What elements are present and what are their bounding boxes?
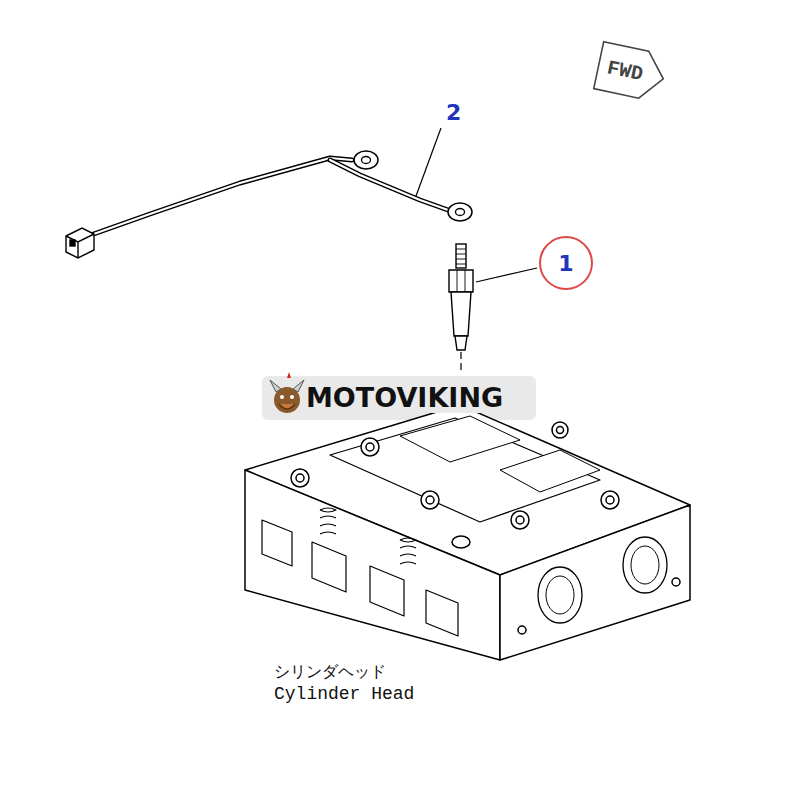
harness-connector [66, 228, 94, 258]
part-name: Cylinder Head [272, 684, 416, 704]
watermark-icon [270, 372, 304, 413]
leader-line [416, 128, 441, 196]
part-name: シリンダヘッド [272, 662, 388, 683]
watermark: MOTOVIKING [304, 382, 505, 413]
direction-arrow: FWD [591, 35, 672, 108]
wiring-harness [88, 151, 472, 236]
callout-circle: 1 [539, 236, 593, 290]
watermark-band [262, 376, 536, 420]
glow-plug [449, 244, 473, 350]
callout-number: 2 [444, 100, 463, 125]
cylinder-head [245, 405, 690, 660]
leader-line [476, 268, 537, 282]
callout-circle-text: 1 [558, 251, 573, 276]
arrow-outline-shape [594, 42, 669, 103]
